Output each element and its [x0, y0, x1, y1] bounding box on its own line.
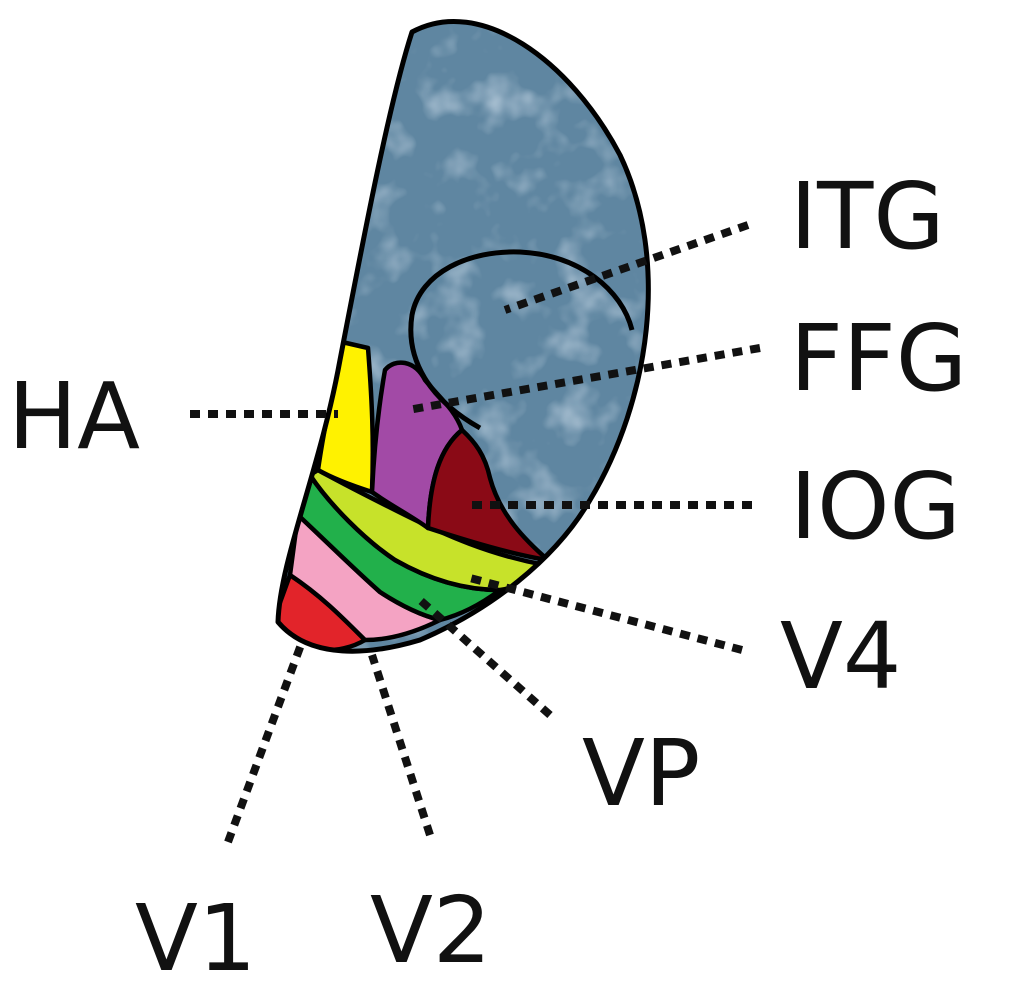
- leader-v2: [368, 653, 434, 837]
- label-v2: V2: [370, 877, 491, 984]
- label-v1: V1: [135, 885, 256, 984]
- label-itg: ITG: [790, 163, 945, 270]
- label-vp: VP: [582, 720, 700, 827]
- ffg-boundary-curve: [408, 249, 635, 431]
- leader-vp: [417, 597, 553, 718]
- label-v4: V4: [780, 603, 901, 710]
- leader-v1: [224, 640, 306, 844]
- leader-itg: [503, 221, 750, 314]
- brain-outline: [275, 19, 651, 654]
- label-iog: IOG: [790, 453, 961, 560]
- label-ha: HA: [8, 363, 140, 470]
- label-ffg: FFG: [790, 305, 967, 412]
- leader-ffg: [407, 344, 761, 414]
- leader-v4: [468, 574, 744, 654]
